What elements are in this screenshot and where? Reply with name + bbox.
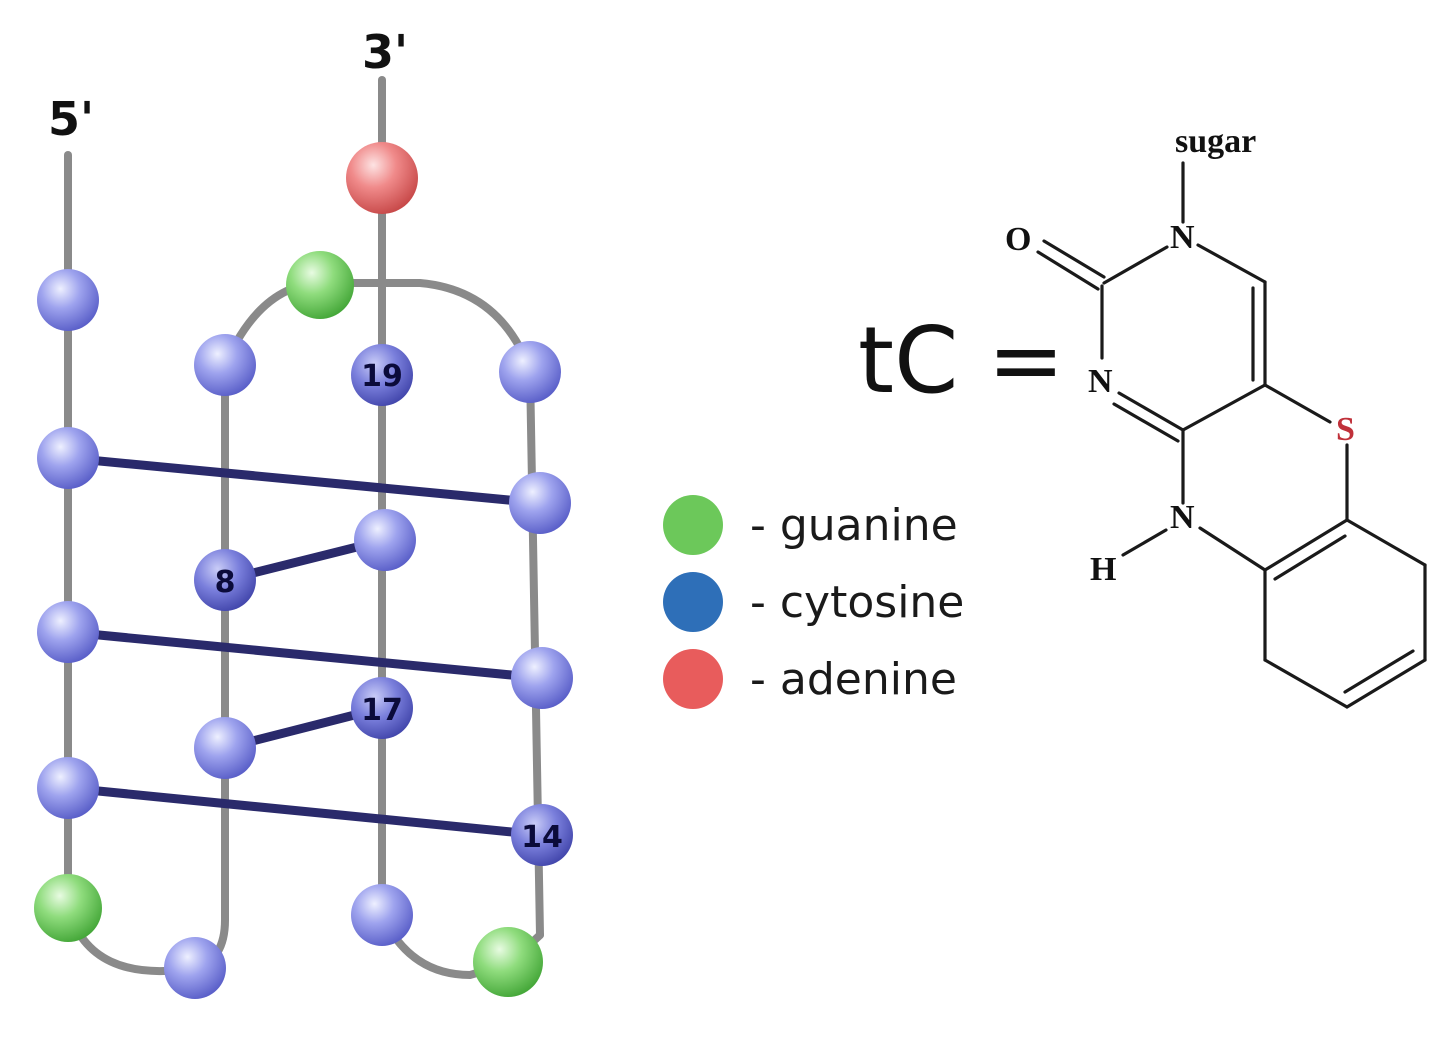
- node-number-17: 17: [361, 693, 403, 728]
- bond: [1112, 402, 1180, 443]
- legend-cytosine-label: - cytosine: [750, 577, 964, 628]
- bond: [1263, 383, 1332, 424]
- nucleotide-node-8: [194, 549, 256, 611]
- atom-sugar-label: sugar: [1175, 123, 1256, 160]
- bond: [1117, 391, 1185, 432]
- nucleotide-node-17: [351, 677, 413, 739]
- guanine-node: [34, 874, 102, 942]
- legend-adenine-swatch: [663, 649, 723, 709]
- atom-n-left-label: N: [1088, 363, 1113, 400]
- bond: [1263, 658, 1349, 709]
- legend-guanine-swatch: [663, 495, 723, 555]
- nucleotide-node-19: [351, 344, 413, 406]
- pair-line: [63, 783, 547, 840]
- bond: [1273, 534, 1347, 581]
- nucleotide-node: [194, 334, 256, 396]
- three-prime-label: 3': [362, 25, 408, 79]
- base-pairs: [63, 453, 547, 840]
- bond: [1343, 649, 1415, 694]
- nucleotide-node-14: [511, 804, 573, 866]
- five-prime-label: 5': [48, 92, 94, 146]
- nucleotide-node: [509, 472, 571, 534]
- nucleotide-node: [37, 757, 99, 819]
- bond: [1181, 383, 1267, 432]
- bond: [1345, 658, 1427, 709]
- atom-h-label: H: [1090, 551, 1116, 588]
- bond: [1121, 528, 1168, 557]
- nucleotide-node: [194, 717, 256, 779]
- nucleotide-nodes: [34, 142, 573, 999]
- tc-structure-title: tC =: [858, 307, 1065, 414]
- nucleotide-node: [499, 341, 561, 403]
- nucleotide-node: [351, 884, 413, 946]
- legend-cytosine-swatch: [663, 572, 723, 632]
- bond: [1036, 250, 1100, 291]
- guanine-node: [473, 927, 543, 997]
- nucleotide-node: [164, 937, 226, 999]
- backbone: [64, 76, 544, 979]
- node-number-14: 14: [521, 820, 563, 855]
- nucleotide-node: [37, 601, 99, 663]
- atom-o-label: O: [1005, 221, 1031, 258]
- legend-adenine-label: - adenine: [750, 654, 957, 705]
- nucleotide-node: [37, 427, 99, 489]
- nucleotide-node: [37, 269, 99, 331]
- atom-n-bottom-label: N: [1170, 499, 1195, 536]
- pair-line: [63, 453, 545, 508]
- bond: [1263, 518, 1349, 572]
- atom-s-label: S: [1336, 411, 1355, 448]
- tc-molecule: [1036, 161, 1427, 709]
- node-number-8: 8: [215, 565, 236, 600]
- nucleotide-node: [511, 647, 573, 709]
- adenine-node: [346, 142, 418, 214]
- nucleotide-node: [354, 509, 416, 571]
- top-loop: [221, 279, 534, 374]
- bond: [1196, 243, 1267, 284]
- guanine-node: [286, 251, 354, 319]
- bond: [1102, 245, 1169, 285]
- legend: - guanine - cytosine - adenine: [663, 495, 964, 709]
- bond: [1198, 526, 1267, 572]
- pair-line: [63, 627, 547, 683]
- bond: [1042, 239, 1106, 279]
- atom-n-top-label: N: [1170, 219, 1195, 256]
- bond: [1345, 518, 1427, 567]
- legend-guanine-label: - guanine: [750, 500, 958, 551]
- node-number-19: 19: [361, 359, 403, 394]
